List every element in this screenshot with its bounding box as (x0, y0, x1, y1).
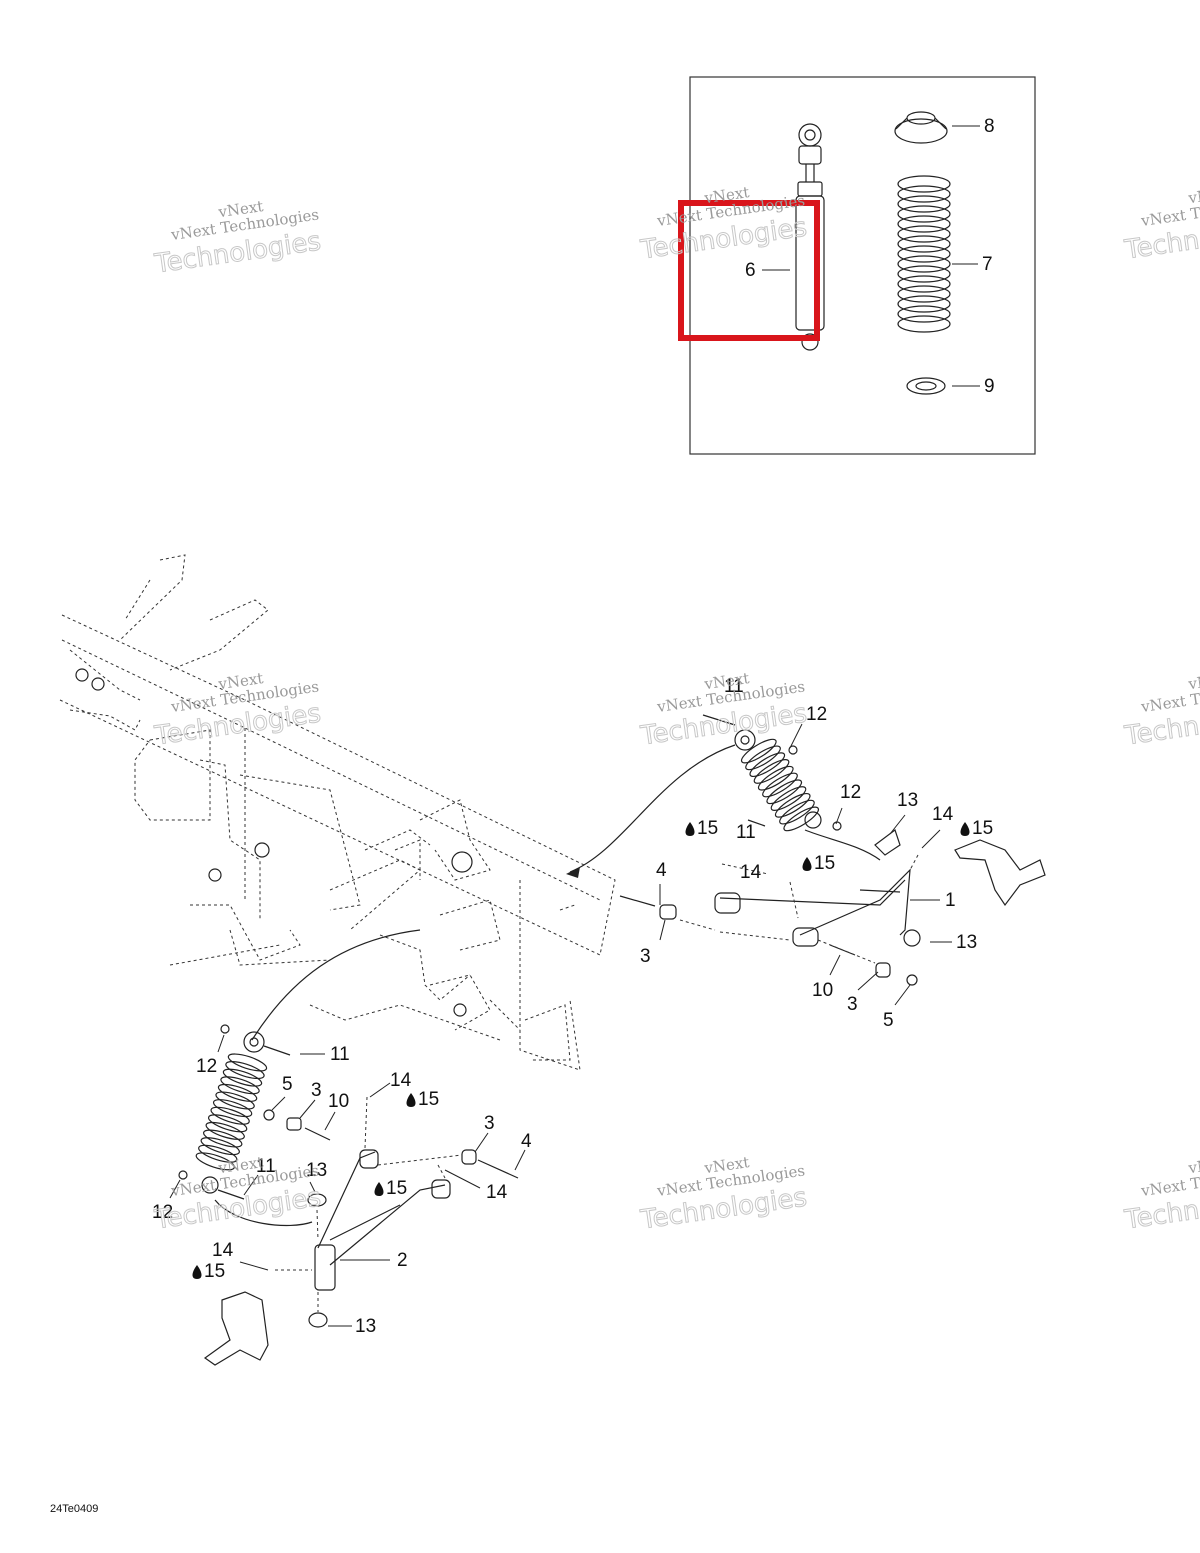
label-5: 5 (282, 1074, 293, 1095)
left-spindle-part (203, 1291, 269, 1366)
label-11: 11 (724, 676, 744, 697)
label-14: 14 (932, 804, 954, 825)
label-4: 4 (656, 860, 667, 881)
label-3: 3 (484, 1113, 495, 1134)
label-14: 14 (740, 862, 762, 883)
label-15: 15 (418, 1089, 439, 1110)
label-11: 11 (330, 1044, 350, 1065)
label-3: 3 (847, 994, 858, 1015)
frame-assembly (59, 554, 616, 1071)
diagram-code: 24Te0409 (50, 1503, 98, 1515)
right-shock-assembly (702, 714, 842, 832)
label-12: 12 (840, 782, 861, 803)
label-4: 4 (521, 1131, 532, 1152)
label-9: 9 (984, 376, 995, 397)
label-3: 3 (640, 946, 651, 967)
label-7: 7 (982, 254, 993, 275)
label-13: 13 (897, 790, 918, 811)
highlight-box (678, 200, 820, 341)
shock-absorber-part (795, 123, 825, 351)
label-6: 6 (745, 260, 756, 281)
frame-bolt-holes (75, 668, 473, 1017)
washer-part (906, 377, 946, 395)
grease-drop-icon (192, 1265, 202, 1279)
label-13: 13 (306, 1160, 327, 1181)
grease-drop-icons (192, 822, 970, 1279)
grease-drop-icon (406, 1093, 416, 1107)
label-13: 13 (956, 932, 977, 953)
label-2: 2 (397, 1250, 408, 1271)
label-12: 12 (196, 1056, 217, 1077)
spring-cup-part (894, 111, 948, 144)
left-shock-assembly (178, 1024, 291, 1200)
label-3: 3 (311, 1080, 322, 1101)
label-15: 15 (972, 818, 993, 839)
label-10: 10 (328, 1091, 349, 1112)
coil-spring-part (897, 175, 951, 333)
label-15: 15 (814, 853, 835, 874)
label-14: 14 (486, 1182, 508, 1203)
grease-drop-icon (374, 1182, 384, 1196)
right-spindle-part (954, 839, 1046, 907)
label-11: 11 (736, 822, 756, 843)
label-1: 1 (945, 890, 956, 911)
inset-panel: 6 8 7 9 (678, 76, 1036, 455)
label-15: 15 (697, 818, 718, 839)
label-14: 14 (212, 1240, 234, 1261)
watermark-text: vNext (1186, 1153, 1200, 1177)
leader-lines (169, 723, 952, 1327)
right-a-arm-part (619, 829, 921, 986)
grease-drop-icon (685, 822, 695, 836)
label-10: 10 (812, 980, 833, 1001)
left-a-arm-part (263, 1096, 519, 1328)
label-15: 15 (386, 1178, 407, 1199)
label-15: 15 (204, 1261, 225, 1282)
label-11: 11 (256, 1156, 276, 1177)
watermark-text: vNext (1186, 183, 1200, 207)
label-8: 8 (984, 116, 995, 137)
label-5: 5 (883, 1010, 894, 1031)
grease-drop-icon (802, 857, 812, 871)
watermark-text: vNext (1186, 669, 1200, 693)
label-14: 14 (390, 1070, 412, 1091)
callout-labels: 11 12 12 11 13 14 15 15 14 15 4 1 3 13 1… (152, 676, 993, 1337)
label-12: 12 (152, 1202, 173, 1223)
label-12: 12 (806, 704, 827, 725)
label-13: 13 (355, 1316, 376, 1337)
watermarks: vNext vNext Technologies Technologies vN… (152, 183, 1200, 1236)
grease-drop-icon (960, 822, 970, 836)
